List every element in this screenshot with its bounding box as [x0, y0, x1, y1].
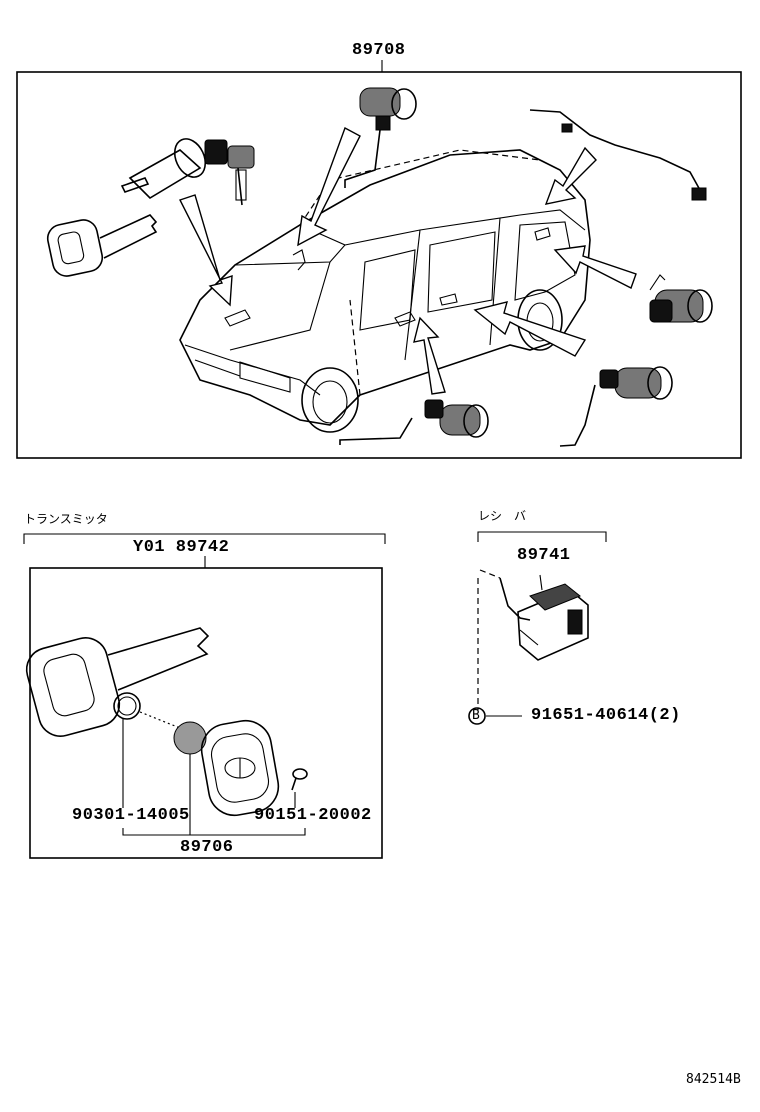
- receiver-unit: [499, 574, 589, 661]
- arrow-back-door: [553, 245, 637, 289]
- label-transmitter-kit: 89706: [180, 838, 234, 857]
- van-illustration: [179, 149, 591, 433]
- label-o-ring: 90301-14005: [72, 806, 190, 825]
- transmitter-case: [200, 719, 280, 817]
- label-screw: 90151-20002: [254, 806, 372, 825]
- o-ring: [113, 692, 141, 720]
- screw: [291, 768, 308, 791]
- label-receiver-assembly: 89741: [517, 546, 571, 565]
- drawing-number: 842514B: [686, 1072, 741, 1087]
- label-top-assembly: 89708: [352, 41, 406, 60]
- door-cylinder-top: [344, 87, 417, 188]
- label-receiver-jp: レシ バ: [478, 509, 527, 523]
- transmitter-frame: [29, 567, 383, 859]
- label-bolt-marker: B: [472, 708, 480, 723]
- arrow-top-door: [297, 127, 361, 247]
- transmitter-key: [25, 627, 210, 737]
- arrow-front-door: [413, 316, 446, 395]
- ignition-cylinder: [120, 138, 255, 206]
- cable-top-right: [529, 109, 707, 201]
- key-top-left: [46, 214, 158, 277]
- label-bolt: 91651-40614(2): [531, 706, 681, 725]
- door-cylinder-bottom: [339, 399, 489, 445]
- receiver-bracket: [477, 531, 607, 542]
- transmitter-bracket: [23, 533, 386, 544]
- arrow-cable: [544, 146, 597, 205]
- top-frame: [16, 71, 742, 459]
- label-transmitter-assembly: Y01 89742: [133, 538, 230, 557]
- bolt-marker-circle: [468, 707, 486, 725]
- arrow-ignition: [179, 194, 233, 307]
- door-cylinder-right: [649, 274, 713, 323]
- label-transmitter-jp: トランスミッタ: [24, 512, 108, 526]
- arrow-slide-door: [473, 301, 587, 357]
- door-cylinder-lower-right: [559, 366, 673, 447]
